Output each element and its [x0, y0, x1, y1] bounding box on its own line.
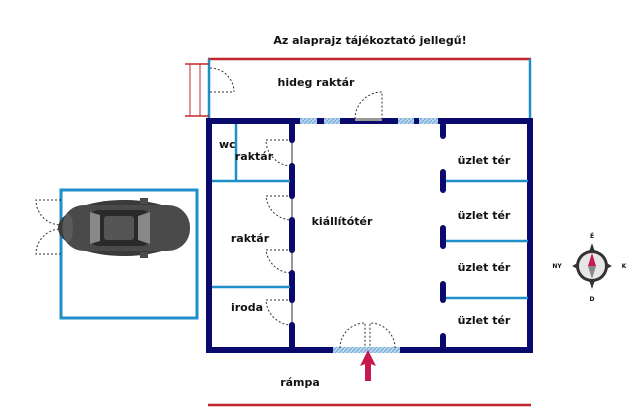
room-label-showroom: kiállítótér: [312, 215, 373, 228]
doors: [265, 91, 396, 349]
compass-icon: [572, 243, 612, 289]
room-label-ramp: rámpa: [280, 376, 320, 389]
gate-doors: [35, 199, 62, 255]
disclaimer-title: Az alaprajz tájékoztató jellegű!: [273, 34, 466, 47]
room-label-shop-3: üzlet tér: [458, 261, 511, 274]
room-label-shop-4: üzlet tér: [458, 314, 511, 327]
main-walls: [206, 118, 533, 353]
compass-east-label: K: [622, 263, 627, 270]
compass-south-label: D: [590, 296, 595, 303]
room-label-storage: raktár: [231, 232, 270, 245]
compass-west-label: NY: [552, 263, 562, 270]
stairs: [185, 63, 209, 117]
room-label-wc: wc: [219, 138, 236, 151]
cold-storage-area: [207, 57, 532, 120]
windows: [300, 118, 438, 353]
room-label-shop-1: üzlet tér: [458, 154, 511, 167]
car-icon: [58, 198, 190, 258]
room-label-cold-storage: hideg raktár: [278, 76, 355, 89]
compass-north-label: É: [590, 232, 594, 240]
interior-walls: [212, 121, 528, 351]
room-label-shop-2: üzlet tér: [458, 209, 511, 222]
room-label-office: iroda: [231, 301, 263, 314]
room-label-storage-small: raktár: [235, 150, 274, 163]
entrance-arrow-icon: [360, 350, 376, 381]
